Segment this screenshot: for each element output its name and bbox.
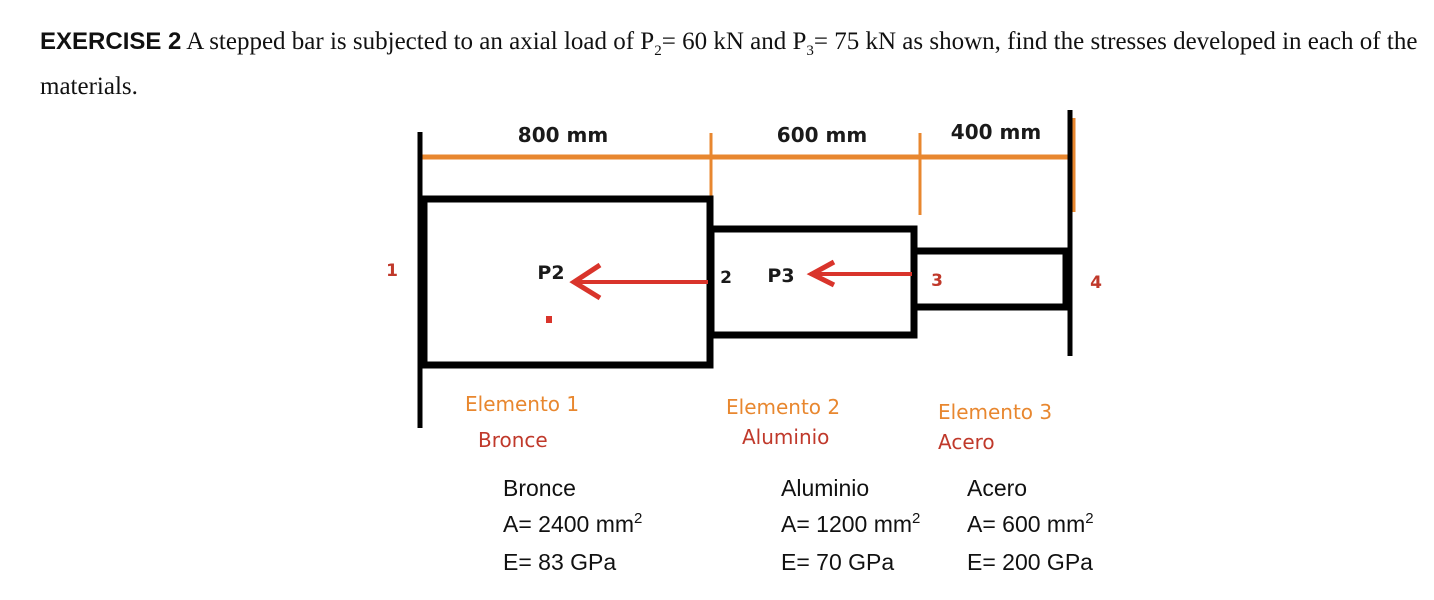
aluminum-material-name: Aluminio [781, 475, 869, 501]
bronze-area: A= 2400 mm2 [503, 510, 642, 537]
node-label-4: 4 [1090, 273, 1102, 293]
force-label-p2: P2 [537, 262, 564, 284]
dimension-label-800: 800 mm [518, 123, 608, 147]
segment-aluminum [707, 225, 918, 339]
element-3-material: Acero [938, 430, 995, 454]
segment-steel [910, 247, 1070, 311]
node-label-1: 1 [386, 261, 398, 281]
steel-modulus: E= 200 GPa [967, 549, 1093, 575]
problem-text-1: A stepped bar is subjected to an axial l… [186, 28, 655, 55]
problem-text-2: = 60 kN and P [661, 28, 807, 55]
element-2-material: Aluminio [742, 425, 829, 449]
dimension-label-400: 400 mm [951, 120, 1041, 144]
force-label-p3: P3 [767, 265, 794, 287]
node-label-3: 3 [931, 271, 943, 291]
force-arrow-p3 [806, 259, 912, 288]
p2-subscript: 2 [654, 43, 662, 59]
element-2-label: Elemento 2 [726, 395, 840, 419]
p3-subscript: 3 [806, 43, 814, 59]
exercise-label: EXERCISE 2 [40, 28, 182, 55]
steel-area: A= 600 mm2 [967, 510, 1094, 537]
node-label-2: 2 [720, 268, 732, 288]
steel-material-name: Acero [967, 475, 1027, 501]
element-1-label: Elemento 1 [465, 392, 579, 416]
red-dot-mark [546, 316, 552, 323]
bronze-material-name: Bronce [503, 475, 576, 501]
dimension-label-600: 600 mm [777, 123, 867, 147]
element-1-material: Bronce [478, 428, 548, 452]
element-3-label: Elemento 3 [938, 400, 1052, 424]
aluminum-area: A= 1200 mm2 [781, 510, 920, 537]
force-arrow-p2 [569, 262, 708, 301]
aluminum-modulus: E= 70 GPa [781, 549, 894, 575]
problem-statement: EXERCISE 2 A stepped bar is subjected to… [40, 24, 1420, 105]
problem-text-3: = 75 kN as shown, find the stresses deve… [40, 28, 1418, 100]
bronze-modulus: E= 83 GPa [503, 549, 616, 575]
